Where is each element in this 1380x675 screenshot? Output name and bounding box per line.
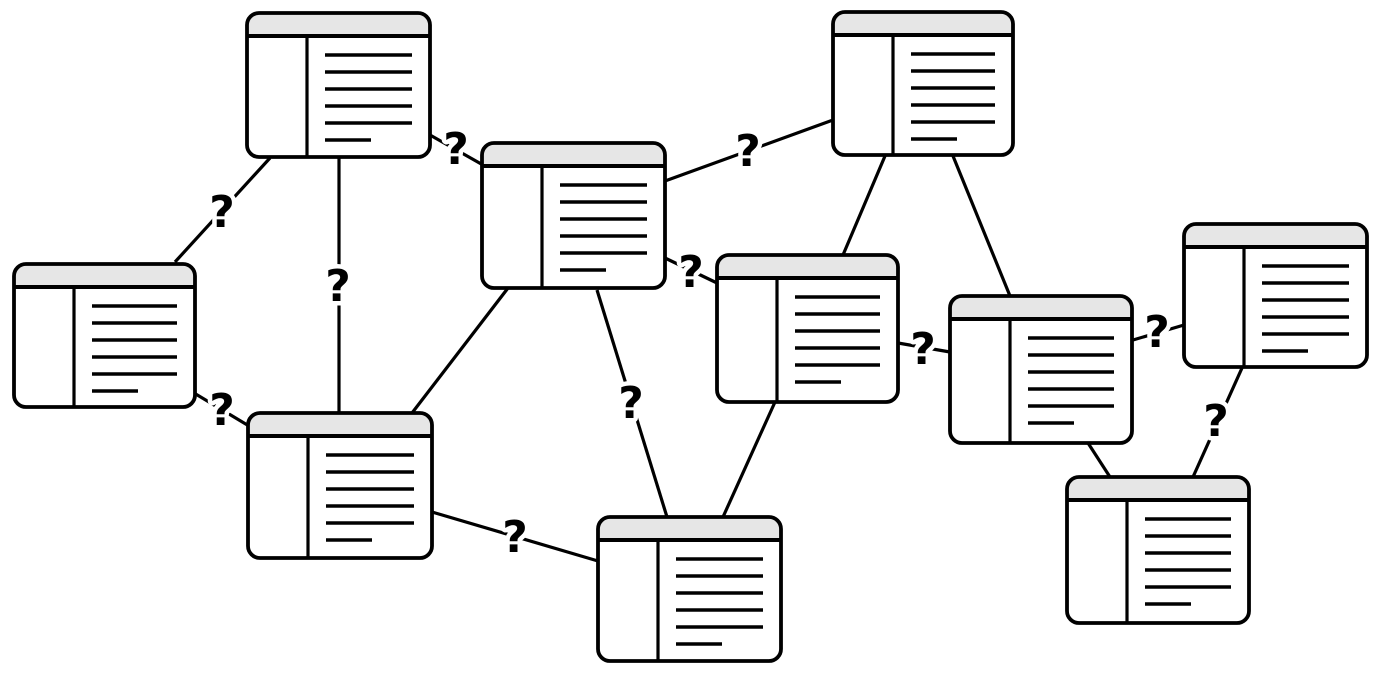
card-border — [245, 11, 432, 159]
card-table-10 — [1065, 475, 1251, 625]
card-border — [831, 10, 1015, 157]
relation-edge-table-8-table-10 — [1191, 367, 1244, 478]
card-table-3 — [246, 411, 434, 560]
card-table-9 — [596, 515, 783, 663]
card-titlebar — [598, 517, 781, 540]
relation-edge-table-4-table-9 — [595, 289, 669, 518]
card-body — [1184, 224, 1367, 367]
unknown-relation-label: ? — [1144, 307, 1170, 358]
unknown-relation-label: ? — [618, 378, 644, 429]
card-border — [246, 411, 434, 560]
unknown-relation-label: ? — [678, 247, 704, 298]
card-titlebar — [1067, 477, 1249, 500]
card-border — [12, 262, 197, 409]
unknown-relation-label: ? — [502, 512, 528, 563]
relation-edge-table-3-table-4 — [410, 287, 510, 414]
card-border — [715, 253, 900, 404]
relation-edge-table-4-table-6 — [664, 256, 718, 285]
relation-labels: ??????????? — [205, 120, 1234, 568]
card-border — [948, 294, 1134, 445]
card-titlebar — [482, 143, 665, 166]
card-body — [14, 264, 195, 407]
card-titlebar — [1184, 224, 1367, 247]
card-body — [833, 12, 1013, 155]
relation-edge-table-6-table-9 — [721, 401, 777, 518]
card-titlebar — [247, 13, 430, 36]
card-table-4 — [480, 141, 667, 290]
card-titlebar — [717, 255, 898, 278]
relation-edge-table-1-table-4 — [429, 133, 484, 167]
unknown-relation-label: ? — [910, 324, 936, 375]
relation-edge-table-6-table-7 — [897, 341, 951, 354]
table-cards — [12, 10, 1369, 663]
unknown-relation-label: ? — [1203, 396, 1229, 447]
relation-edge-table-3-table-9 — [431, 510, 599, 563]
unknown-relation-label: ? — [735, 126, 761, 177]
card-table-1 — [245, 11, 432, 159]
relation-edge-table-5-table-6 — [841, 155, 887, 256]
relation-edge-table-7-table-10 — [1086, 442, 1112, 478]
relation-edge-table-1-table-2 — [173, 156, 272, 264]
card-border — [1182, 222, 1369, 369]
card-border — [480, 141, 667, 290]
relation-edges — [173, 118, 1244, 563]
card-table-5 — [831, 10, 1015, 157]
relation-edge-table-5-table-7 — [951, 155, 1012, 297]
unknown-relation-label: ? — [209, 187, 235, 238]
card-titlebar — [833, 12, 1013, 35]
card-table-6 — [715, 253, 900, 404]
relation-edge-table-7-table-8 — [1132, 323, 1185, 342]
unknown-relation-label: ? — [443, 124, 469, 175]
relation-edge-table-2-table-3 — [193, 391, 250, 428]
card-table-2 — [12, 262, 197, 409]
card-table-7 — [948, 294, 1134, 445]
card-border — [596, 515, 783, 663]
card-body — [598, 517, 781, 661]
card-titlebar — [14, 264, 195, 287]
card-titlebar — [950, 296, 1132, 319]
card-table-8 — [1182, 222, 1369, 369]
card-titlebar — [248, 413, 432, 436]
unknown-relation-label: ? — [209, 385, 235, 436]
card-body — [247, 13, 430, 157]
card-border — [1065, 475, 1251, 625]
relation-edge-table-4-table-5 — [664, 118, 834, 183]
unknown-relation-label: ? — [325, 261, 351, 312]
